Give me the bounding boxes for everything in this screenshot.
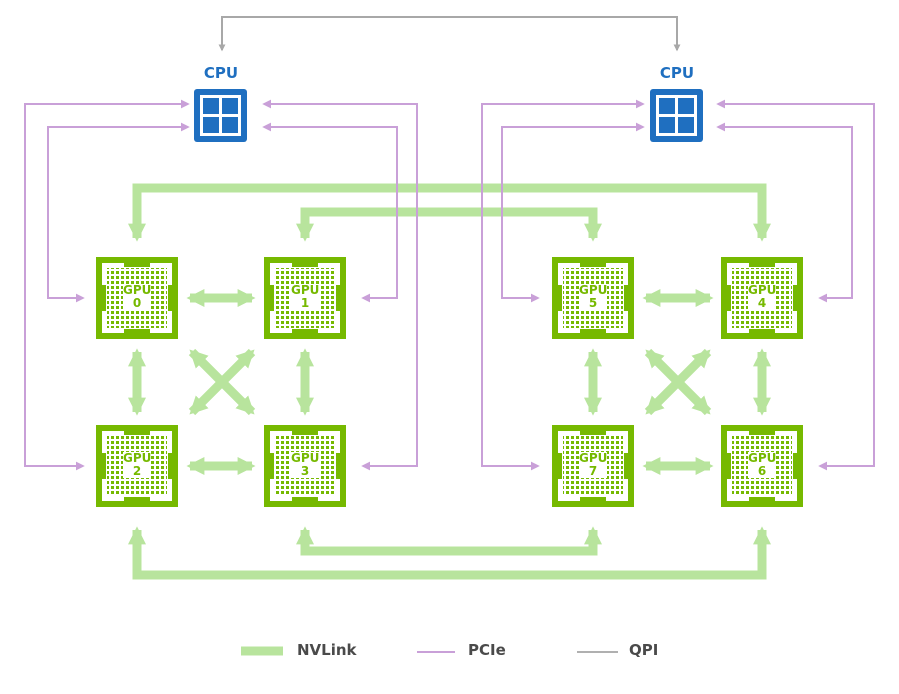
nvlink-gpu1-gpu2 bbox=[188, 348, 256, 416]
pcie-cpu1-gpu4 bbox=[716, 122, 853, 303]
nvlink-links bbox=[128, 183, 771, 580]
nvlink-gpu3-gpu7 bbox=[296, 526, 602, 556]
pcie-cpu1-gpu6 bbox=[716, 99, 875, 471]
gpu-chip-icon-1 bbox=[264, 257, 346, 339]
pcie-cpu0-gpu1 bbox=[262, 122, 398, 303]
cpu-label: CPU bbox=[203, 64, 239, 82]
pcie-cpu0-gpu0 bbox=[47, 122, 190, 303]
pcie-cpu1-gpu7 bbox=[481, 99, 645, 471]
pcie-cpu1-gpu5 bbox=[501, 122, 645, 303]
legend-label-qpi: QPI bbox=[629, 641, 659, 659]
cpu-label: CPU bbox=[659, 64, 695, 82]
nvlink-gpu4-gpu7 bbox=[644, 348, 712, 416]
cpu-icon bbox=[650, 89, 703, 142]
legend-label-nvlink: NVLink bbox=[297, 641, 357, 659]
qpi-link bbox=[218, 16, 681, 52]
pcie-cpu0-gpu2 bbox=[24, 99, 190, 471]
pcie-links bbox=[24, 99, 875, 471]
legend-label-pcie: PCIe bbox=[468, 641, 506, 659]
nvlink-gpu2-gpu6 bbox=[128, 526, 771, 580]
nvlink-gpu1-gpu5 bbox=[296, 207, 602, 242]
cpu-icon bbox=[194, 89, 247, 142]
pcie-cpu0-gpu3 bbox=[262, 99, 418, 471]
legend-swatches bbox=[241, 646, 618, 656]
